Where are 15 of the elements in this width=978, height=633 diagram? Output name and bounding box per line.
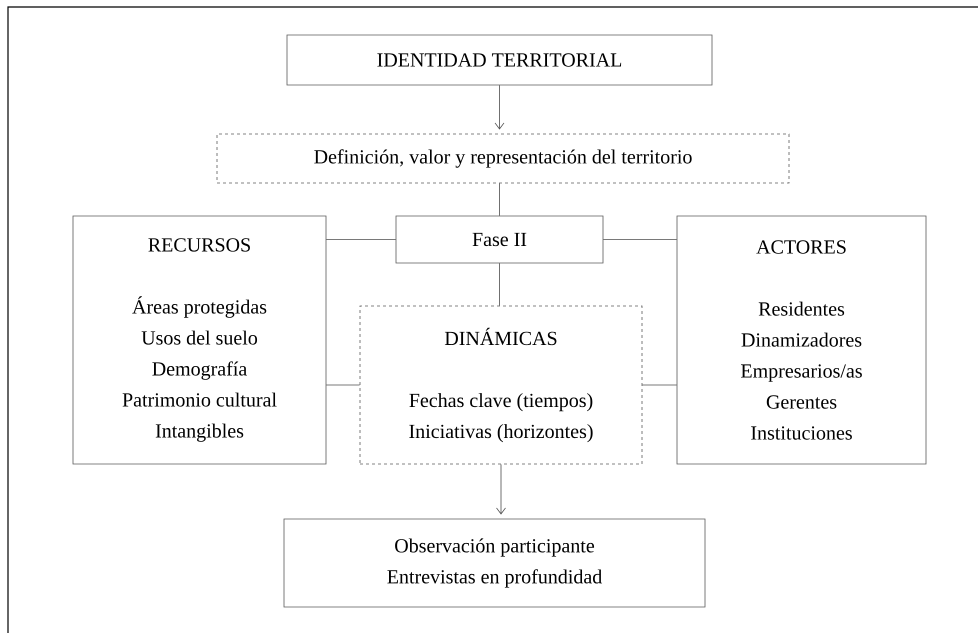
arrow (496, 464, 506, 515)
text-box: Fase II (396, 216, 604, 264)
connector-line (603, 239, 677, 240)
text-box: Observación participante Entrevistas en profundidad (284, 518, 706, 608)
dashed-box: DINÁMICAS Fechas clave (tiempos) Iniciativas (horizontes) (360, 306, 642, 464)
text-box: ACTORES Residentes Dinamizadores Empresarios/as Gerentes Instituciones (676, 216, 926, 464)
connector-line (326, 384, 360, 386)
text-box: RECURSOS Áreas protegidas Usos del suelo Demografía Patrimonio cultural Intangibles (72, 216, 326, 464)
arrow (494, 85, 504, 130)
text-box: IDENTIDAD TERRITORIAL (286, 34, 712, 86)
dashed-box: Definición, valor y representación del territorio (216, 134, 790, 184)
connector-line (326, 239, 396, 240)
connector-line (642, 384, 677, 386)
connector-line (499, 263, 500, 306)
connector-line (499, 183, 500, 216)
